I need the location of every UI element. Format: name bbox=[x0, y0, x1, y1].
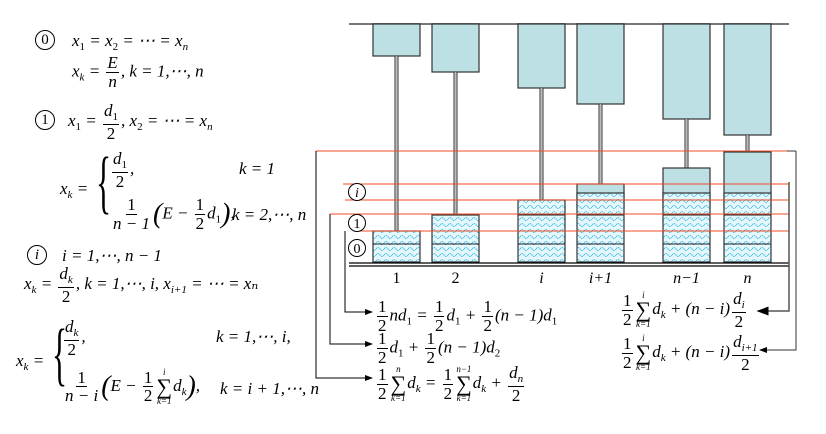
step-i-xk-label: xk = bbox=[16, 351, 45, 373]
connector-arrow-right-1 bbox=[756, 182, 790, 316]
water-stack-6 bbox=[723, 192, 772, 263]
level-marker-label-i: i bbox=[355, 186, 359, 201]
step-1-marker: 1 bbox=[35, 110, 55, 130]
step-i-range: i = 1,⋯, n − 1 bbox=[62, 246, 162, 265]
column-label-6: n bbox=[744, 270, 752, 287]
step-0-marker: 0 bbox=[35, 30, 55, 50]
level-marker-label-0: 0 bbox=[354, 242, 361, 257]
water-stack-2 bbox=[431, 214, 480, 263]
level-marker-label-1: 1 bbox=[354, 217, 361, 232]
connector-arrow-left-3 bbox=[315, 151, 373, 381]
step-1-xk-label: xk = bbox=[60, 179, 89, 201]
upper-tank-3 bbox=[517, 23, 566, 89]
step-i-marker: i bbox=[27, 245, 47, 265]
water-stack-1 bbox=[372, 230, 421, 263]
column-label-2: 2 bbox=[452, 270, 460, 287]
upper-tank-5 bbox=[662, 23, 711, 120]
upper-tank-1 bbox=[372, 23, 421, 57]
step-1-case1-cond: k = 1 bbox=[239, 159, 276, 178]
connector-arrow-left-2 bbox=[329, 214, 373, 347]
connector-arrow-left-1 bbox=[344, 231, 373, 315]
step-1-case2-cond: k = 2,⋯, n bbox=[232, 205, 307, 224]
column-label-4: i+1 bbox=[589, 270, 612, 287]
level-marker-circle-i bbox=[348, 183, 366, 201]
water-stack-4 bbox=[576, 192, 625, 263]
column-label-3: i bbox=[539, 270, 543, 287]
step-i-case1-cond: k = 1,⋯, i, bbox=[216, 327, 291, 346]
step-i-case2-cond: k = i + 1,⋯, n bbox=[220, 379, 319, 398]
brace-icon: { bbox=[52, 316, 68, 393]
level-marker-circle-1 bbox=[348, 214, 366, 232]
step-0-eq1: x1 = x2 = ⋯ = xn bbox=[72, 31, 189, 53]
level-marker-circle-0 bbox=[348, 239, 366, 257]
water-stack-5 bbox=[662, 192, 711, 263]
brace-icon: { bbox=[96, 144, 112, 221]
column-label-5: n−1 bbox=[673, 270, 700, 287]
upper-tank-6 bbox=[723, 23, 772, 136]
column-label-1: 1 bbox=[393, 270, 401, 287]
upper-tank-4 bbox=[576, 23, 625, 105]
upper-tank-2 bbox=[431, 23, 480, 73]
connector-arrow-right-2 bbox=[759, 184, 797, 353]
